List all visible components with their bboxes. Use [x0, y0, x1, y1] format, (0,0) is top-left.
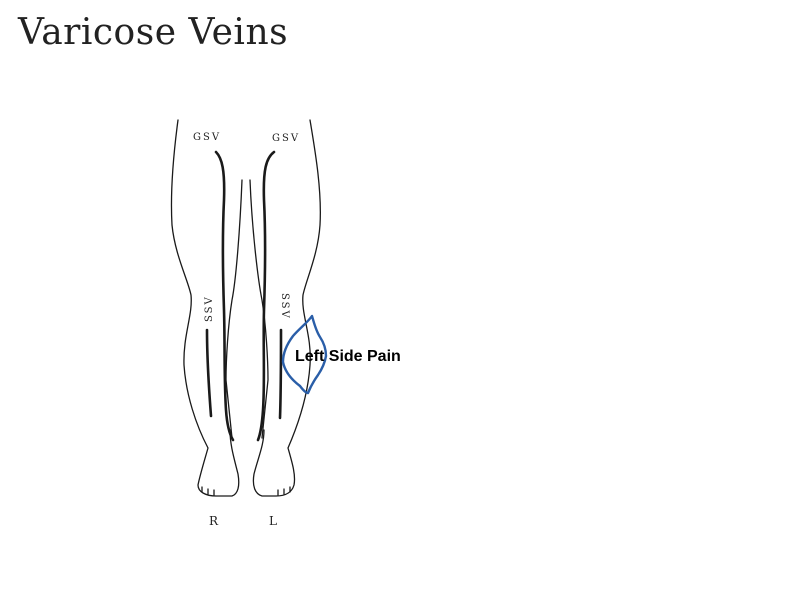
- gsv-left-vein: [256, 150, 276, 442]
- label-gsv-right: GSV: [193, 132, 221, 143]
- left-leg-outline: [249, 119, 321, 497]
- pain-annotation-label: Left Side Pain: [295, 348, 401, 365]
- page-title: Varicose Veins: [18, 12, 289, 53]
- label-ssv-right: SSV: [204, 295, 215, 322]
- right-leg-outline: [170, 119, 243, 497]
- ssv-left-vein: [278, 328, 283, 420]
- pain-area-outline: [281, 314, 328, 395]
- gsv-right-vein: [214, 150, 235, 442]
- ssv-right-vein: [205, 328, 213, 418]
- label-side-right: R: [209, 514, 219, 528]
- label-gsv-left: GSV: [272, 133, 300, 144]
- label-side-left: L: [269, 514, 277, 528]
- label-ssv-left: SSV: [279, 293, 290, 320]
- vein-lines: [205, 150, 283, 442]
